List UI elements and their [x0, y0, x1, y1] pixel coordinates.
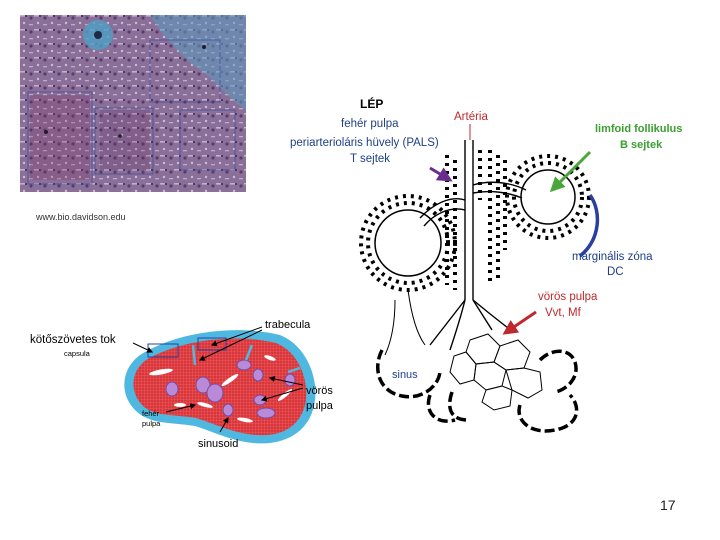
central-artery [419, 140, 527, 351]
white-pulp-label: fehér pulpa [341, 118, 399, 130]
dc-label: DC [607, 266, 624, 278]
red-pulp-label-line1: vörös [306, 385, 333, 397]
pals-arrow [429, 166, 453, 182]
pals-lymphocytes [442, 155, 502, 295]
section-leader-lines [132, 326, 304, 433]
follicle-arrow [549, 150, 592, 193]
red-pulp-cords [449, 333, 543, 411]
trabecula-label: trabecula [265, 319, 311, 331]
micrograph-credit: www.bio.davidson.edu [35, 212, 126, 222]
sinusoid-label: sinusoid [198, 438, 238, 450]
red-pulp-cells-label: Vvt, Mf [545, 307, 582, 319]
white-pulp-label-line1: fehér [142, 409, 160, 418]
lymphoid-follicles [374, 169, 576, 277]
schema-title: LÉP [360, 96, 383, 111]
red-pulp-label-line2: pulpa [306, 400, 334, 412]
red-pulp-arrow [502, 310, 537, 335]
slide-number: 17 [660, 497, 676, 513]
trabeculae [191, 344, 301, 374]
venous-sinuses [376, 349, 579, 433]
marginal-zone-label: marginális zóna [572, 251, 653, 263]
white-pulp-nodules [165, 359, 296, 419]
b-cells-label: B sejtek [620, 139, 663, 151]
spleen-section-diagram [124, 326, 316, 444]
marginal-zone-arc [578, 193, 600, 258]
artery-label: Artéria [454, 111, 488, 123]
pals-label: periarterioláris hüvely (PALS) [290, 137, 439, 149]
red-pulp-schema-label: vörös pulpa [538, 291, 598, 303]
capsule-label: kötőszövetes tok [30, 334, 116, 346]
spleen-schematic [359, 124, 600, 433]
t-cells-label: T sejtek [350, 153, 390, 165]
white-pulp-label-line2: pulpa [142, 419, 161, 428]
follicle-label: limfoid follikulus [595, 123, 682, 135]
capsule-latin-label: capsula [64, 349, 91, 358]
sinus-label: sinus [392, 369, 418, 381]
spleen-micrograph [20, 15, 246, 192]
